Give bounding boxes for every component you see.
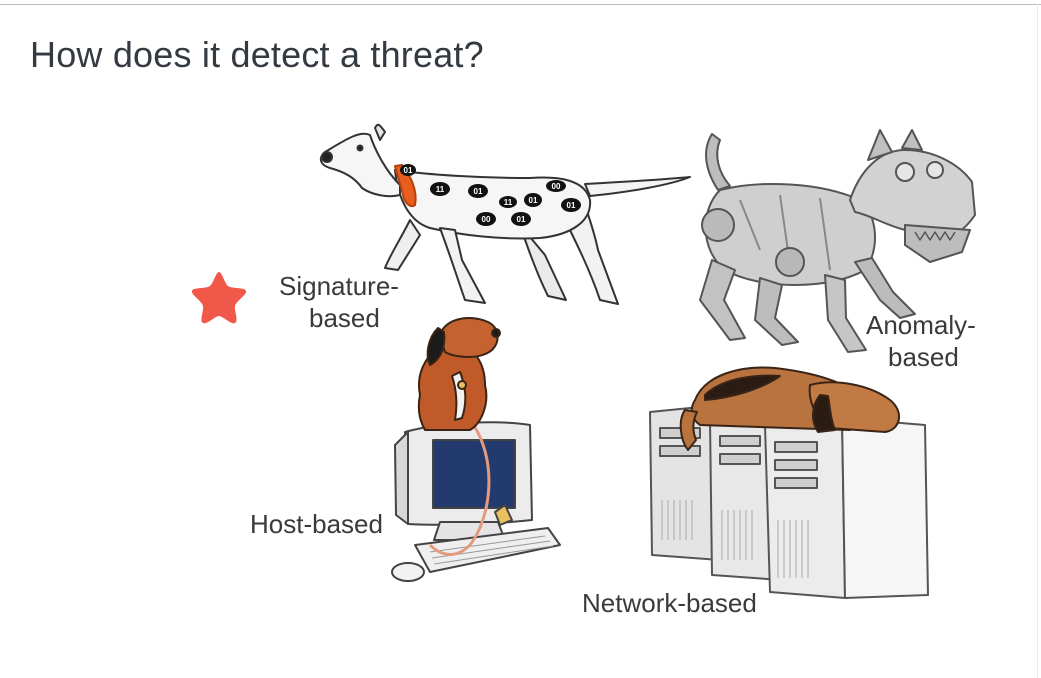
anomaly-robot-dog-illustration	[699, 129, 976, 353]
label-signature-based: Signature- based	[279, 270, 399, 334]
label-signature-line1: Signature-	[279, 271, 399, 301]
right-border	[1037, 4, 1038, 678]
spot-label: 01	[517, 215, 526, 224]
label-anomaly-line2: based	[888, 342, 959, 372]
network-servers-illustration	[649, 404, 929, 599]
star-cursor-icon	[191, 272, 247, 324]
binary-spot: 00	[476, 212, 496, 226]
label-anomaly-line1: Anomaly-	[866, 310, 976, 340]
spot-label: 11	[436, 185, 445, 194]
label-anomaly-based: Anomaly- based	[866, 309, 976, 373]
binary-spot: 01	[468, 184, 488, 198]
binary-spot: 11	[499, 196, 517, 208]
spot-label: 01	[529, 196, 538, 205]
label-network-based: Network-based	[582, 588, 757, 618]
spot-label: 11	[504, 198, 513, 207]
binary-spot: 00	[546, 180, 566, 192]
host-computer-illustration	[391, 419, 561, 582]
binary-spot: 01	[400, 164, 416, 176]
spot-label: 00	[552, 182, 561, 191]
label-signature-line2: based	[309, 303, 380, 333]
network-sleeping-dog-illustration	[679, 366, 900, 451]
top-border	[0, 4, 1041, 5]
binary-spot: 01	[511, 212, 531, 226]
label-host-based: Host-based	[250, 509, 383, 539]
binary-spot: 01	[561, 198, 581, 212]
slide-title: How does it detect a threat?	[30, 34, 484, 75]
host-brown-dog-illustration	[417, 317, 501, 431]
spot-label: 01	[567, 201, 576, 210]
binary-spot: 11	[430, 182, 450, 196]
binary-spot: 01	[524, 193, 542, 207]
spot-label: 01	[474, 187, 483, 196]
spot-label: 01	[404, 166, 413, 175]
spot-label: 00	[482, 215, 491, 224]
binary-spots: 01 11 01 11 01 00 00 01	[400, 164, 581, 226]
